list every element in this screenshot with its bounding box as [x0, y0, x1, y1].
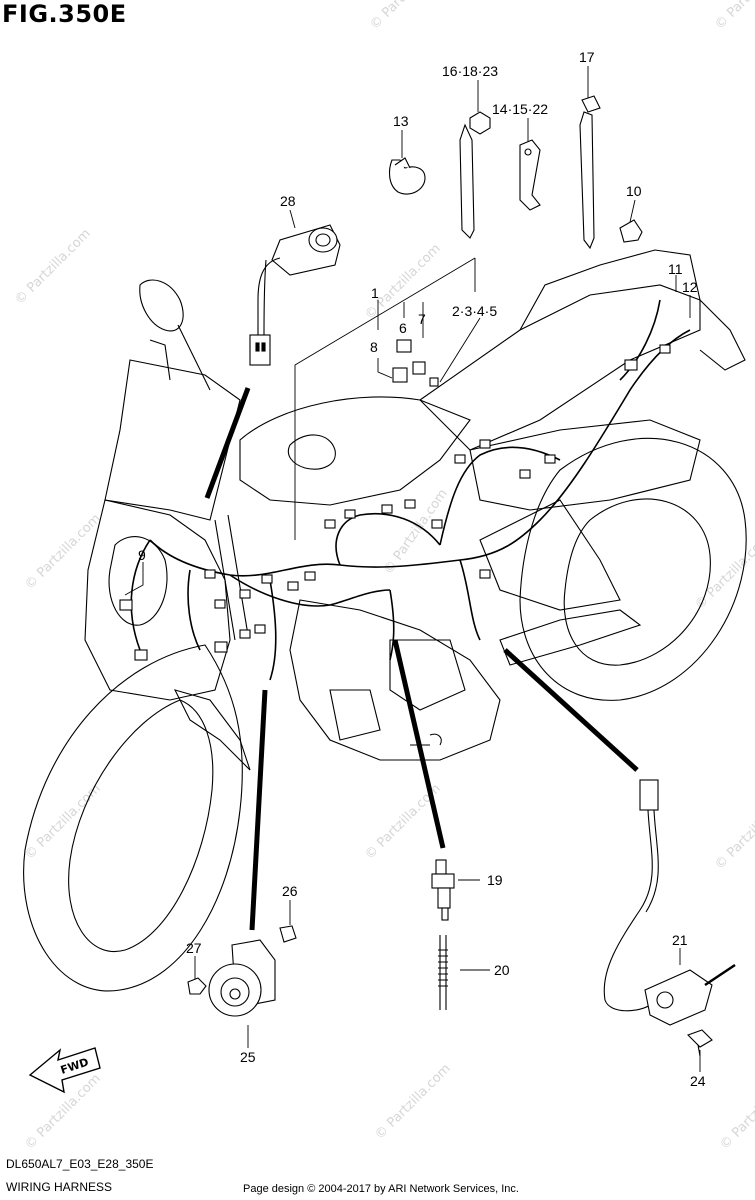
callout-11: 11	[668, 261, 683, 277]
callout-9: 9	[138, 547, 146, 563]
watermark-text: © Partzilla.com	[12, 226, 94, 308]
watermark-text: © Partzilla.com	[22, 781, 104, 863]
motorcycle-outline	[23, 249, 747, 992]
callout-16-18-23: 16·18·23	[442, 63, 498, 79]
callout-20: 20	[494, 962, 510, 978]
watermark-text: © Partzilla.com	[381, 487, 451, 578]
part-26-bolt	[279, 925, 297, 943]
part-28-accessory-socket	[249, 224, 341, 366]
callout-14-15-22: 14·15·22	[492, 101, 548, 117]
watermarks: © Partzilla.com © Partzilla.com © Partzi…	[12, 0, 755, 1153]
watermark-text: © Partzilla.com	[372, 1061, 454, 1143]
watermark-text: © Partzilla.com	[712, 0, 755, 33]
part-27-nut	[187, 977, 207, 995]
callout-labels: 1 2·3·4·5 6 7 8 9 10 11 12 13 14·15·22 1…	[138, 49, 706, 1089]
callout-17: 17	[579, 49, 595, 65]
callout-27: 27	[186, 940, 202, 956]
page-credit: Page design © 2004-2017 by ARI Network S…	[243, 1183, 519, 1195]
callout-26: 26	[282, 883, 298, 899]
watermark-text: © Partzilla.com	[692, 531, 755, 613]
diagram-name: WIRING HARNESS	[6, 1180, 113, 1194]
callout-2-3-4-5: 2·3·4·5	[452, 303, 497, 319]
callout-12: 12	[682, 279, 698, 295]
callout-21: 21	[672, 932, 688, 948]
part-10-grommet	[619, 219, 643, 243]
harness-loom	[130, 299, 691, 681]
part-20-cable	[438, 935, 448, 1010]
watermark-text: © Partzilla.com	[22, 511, 104, 593]
callout-8: 8	[370, 339, 378, 355]
fwd-arrow-icon: FWD	[28, 1047, 101, 1094]
callout-28: 28	[280, 193, 296, 209]
callout-19: 19	[487, 872, 503, 888]
callout-7: 7	[418, 311, 426, 327]
callout-24: 24	[690, 1073, 706, 1089]
callout-1: 1	[371, 285, 379, 301]
watermark-text: © Partzilla.com	[717, 1071, 755, 1153]
pointer-arrows	[204, 387, 639, 931]
part-19-switch	[431, 859, 455, 921]
part-14-clamp	[519, 139, 541, 211]
part-17-cable-tie	[579, 95, 601, 250]
diagram-code: DL650AL7_E03_E28_350E	[6, 1157, 154, 1171]
callout-10: 10	[626, 183, 642, 199]
callout-6: 6	[399, 320, 407, 336]
part-24-bolt	[686, 1029, 713, 1057]
watermark-text: © Partzilla.com	[362, 241, 444, 323]
watermark-text: © Partzilla.com	[367, 0, 449, 33]
part-21-sensor	[603, 779, 736, 1026]
leader-lines	[124, 66, 701, 1072]
part-relays	[392, 339, 439, 387]
part-16-cable-tie	[459, 111, 491, 239]
callout-13: 13	[393, 113, 409, 129]
callout-25: 25	[240, 1049, 256, 1065]
part-25-horn	[208, 939, 276, 1017]
watermark-text: © Partzilla.com	[712, 791, 755, 873]
part-13-clamp	[388, 157, 426, 195]
harness-connectors	[119, 344, 671, 661]
figure-title: FIG.350E	[2, 0, 127, 28]
